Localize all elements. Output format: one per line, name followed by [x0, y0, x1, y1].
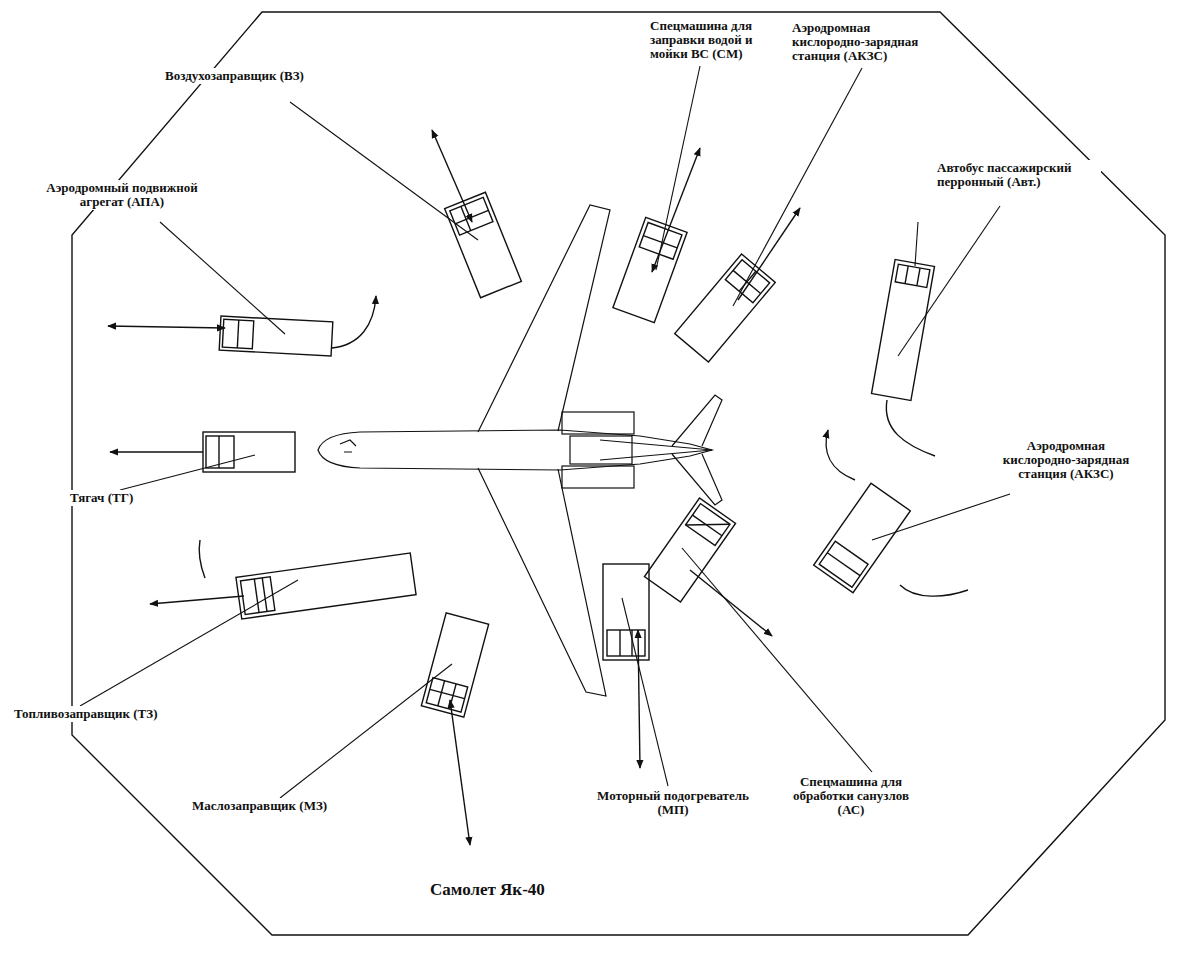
vehicle-mp	[603, 564, 649, 660]
vehicle-apa	[219, 316, 333, 356]
apron-boundary	[72, 12, 1165, 935]
vehicle-sm	[613, 217, 687, 322]
vehicle-vz	[445, 192, 522, 297]
vehicle-akzs-right	[814, 483, 911, 592]
vehicle-tz	[236, 553, 416, 619]
vehicle-bus	[871, 260, 934, 401]
vehicle-as	[644, 498, 735, 602]
label-tz: Топливозаправщик (ТЗ)	[12, 706, 216, 722]
vehicle-akzs-top	[675, 254, 776, 362]
label-akzs: Аэродромная кислородно-зарядная станция …	[995, 438, 1137, 482]
label-akzs: Аэродромная кислородно-зарядная станция …	[790, 20, 932, 64]
movement-arrows	[108, 130, 968, 845]
label-mz: Маслозаправщик (МЗ)	[190, 798, 394, 814]
label-bus: Автобус пассажирский перронный (Авт.)	[935, 160, 1101, 190]
label-apa: Аэродромный подвижной агрегат (АПА)	[30, 180, 214, 210]
vehicle-mz	[421, 613, 488, 717]
leader-lines	[80, 66, 1010, 798]
label-sm: Спецмашина для заправки водой и мойки ВС…	[648, 18, 774, 62]
label-as: Спецмашина для обработки санузлов (АС)	[790, 774, 912, 818]
vehicle-tg	[203, 432, 295, 472]
label-tg: Тягач (ТГ)	[68, 490, 192, 506]
label-vz: Воздухозаправщик (ВЗ)	[163, 68, 377, 84]
figure-caption: Самолет Як-40	[430, 880, 545, 900]
label-mp: Моторный подогреватель (МП)	[582, 788, 764, 818]
